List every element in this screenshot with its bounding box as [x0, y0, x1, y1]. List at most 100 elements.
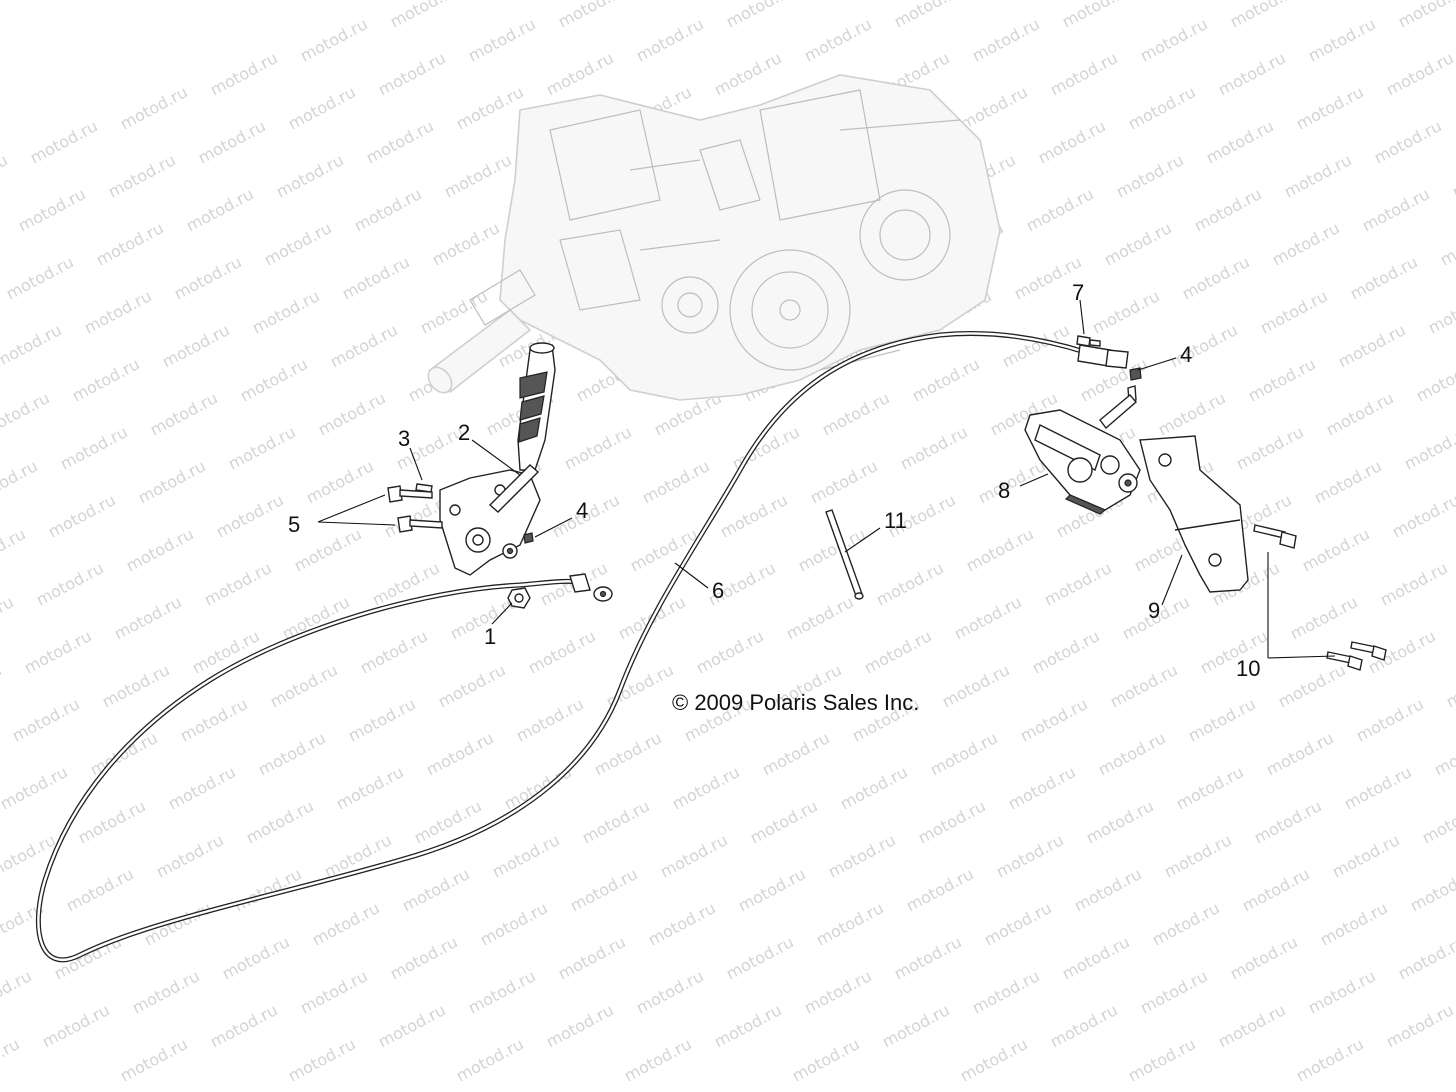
- watermark-text: motod.ru: [57, 422, 131, 473]
- watermark-text: motod.ru: [1029, 626, 1103, 677]
- watermark-text: motod.ru: [819, 388, 893, 439]
- callout-5: 5: [288, 512, 300, 537]
- watermark-text: motod.ru: [81, 286, 155, 337]
- watermark-text: motod.ru: [111, 592, 185, 643]
- watermark-text: motod.ru: [1185, 694, 1259, 745]
- watermark-text: motod.ru: [711, 48, 785, 99]
- watermark-text: motod.ru: [939, 660, 1013, 711]
- watermark-text: motod.ru: [1017, 694, 1091, 745]
- watermark-text: motod.ru: [561, 422, 635, 473]
- cable-assembly: [36, 331, 1129, 963]
- watermark-text: motod.ru: [1317, 898, 1391, 949]
- watermark-text: motod.ru: [1083, 796, 1157, 847]
- watermark-text: motod.ru: [1215, 1000, 1289, 1051]
- watermark-text: motod.ru: [1113, 150, 1187, 201]
- watermark-text: motod.ru: [1245, 354, 1319, 405]
- watermark-text: motod.ru: [309, 898, 383, 949]
- watermark-text: motod.ru: [1107, 660, 1181, 711]
- brake-caliper: [1024, 394, 1141, 515]
- watermark-text: motod.ru: [183, 184, 257, 235]
- watermark-text: motod.ru: [1383, 1000, 1456, 1051]
- callout-11: 11: [884, 508, 907, 533]
- watermark-text: motod.ru: [3, 252, 77, 303]
- watermark-text: motod.ru: [879, 1000, 953, 1051]
- watermark-text: motod.ru: [501, 762, 575, 813]
- watermark-text: motod.ru: [1413, 354, 1456, 405]
- watermark-text: motod.ru: [375, 1000, 449, 1051]
- watermark-text: motod.ru: [1155, 388, 1229, 439]
- watermark-text: motod.ru: [891, 0, 965, 32]
- watermark-text: motod.ru: [195, 116, 269, 167]
- watermark-text: motod.ru: [1173, 762, 1247, 813]
- watermark-text: motod.ru: [717, 490, 791, 541]
- watermark-text: motod.ru: [969, 14, 1043, 65]
- watermark-text: motod.ru: [159, 320, 233, 371]
- watermark-text: motod.ru: [339, 252, 413, 303]
- watermark-text: motod.ru: [1293, 1034, 1367, 1085]
- watermark-text: motod.ru: [981, 898, 1055, 949]
- watermark-text: motod.ru: [39, 1000, 113, 1051]
- watermark-text: motod.ru: [279, 592, 353, 643]
- watermark-text: motod.ru: [1233, 422, 1307, 473]
- watermark-text: motod.ru: [1215, 48, 1289, 99]
- watermark-text: motod.ru: [693, 626, 767, 677]
- watermark-text: motod.ru: [1419, 796, 1456, 847]
- watermark-text: motod.ru: [1161, 830, 1235, 881]
- watermark-text: motod.ru: [1125, 1034, 1199, 1085]
- watermark-text: motod.ru: [789, 1034, 863, 1085]
- watermark-text: motod.ru: [489, 830, 563, 881]
- watermark-text: motod.ru: [1437, 218, 1456, 269]
- watermark-text: motod.ru: [0, 320, 65, 371]
- watermark-text: motod.ru: [783, 592, 857, 643]
- watermark-text: motod.ru: [1041, 558, 1115, 609]
- watermark-text: motod.ru: [1323, 388, 1397, 439]
- watermark-text: motod.ru: [201, 558, 275, 609]
- watermark-text: motod.ru: [333, 762, 407, 813]
- nut-part-1: [507, 587, 531, 609]
- watermark-text: motod.ru: [0, 524, 29, 575]
- engine-assembly: [427, 74, 1001, 401]
- watermark-text: motod.ru: [1047, 1000, 1121, 1051]
- watermark-text: motod.ru: [567, 864, 641, 915]
- watermark-text: motod.ru: [1071, 864, 1145, 915]
- callout-6: 6: [712, 578, 724, 603]
- watermark-text: motod.ru: [903, 864, 977, 915]
- watermark-text: motod.ru: [645, 898, 719, 949]
- watermark-text: motod.ru: [1359, 184, 1433, 235]
- watermark-text: motod.ru: [621, 1034, 695, 1085]
- watermark-text: motod.ru: [861, 626, 935, 677]
- watermark-text: motod.ru: [1059, 932, 1133, 983]
- watermark-text: motod.ru: [87, 728, 161, 779]
- callout-3: 3: [398, 426, 410, 451]
- watermark-text: motod.ru: [1137, 966, 1211, 1017]
- watermark-text: motod.ru: [1227, 932, 1301, 983]
- watermark-text: motod.ru: [639, 456, 713, 507]
- watermark-text: motod.ru: [1275, 660, 1349, 711]
- watermark-text: motod.ru: [1095, 728, 1169, 779]
- watermark-text: motod.ru: [1137, 14, 1211, 65]
- callout-4-left: 4: [576, 498, 588, 523]
- watermark-text: motod.ru: [1281, 150, 1355, 201]
- watermark-text: motod.ru: [1149, 898, 1223, 949]
- watermark-text: motod.ru: [927, 728, 1001, 779]
- watermark-text: motod.ru: [357, 626, 431, 677]
- watermark-text: motod.ru: [1329, 830, 1403, 881]
- watermark-text: motod.ru: [0, 762, 71, 813]
- watermark-text: motod.ru: [345, 694, 419, 745]
- watermark-text: motod.ru: [225, 422, 299, 473]
- watermark-text: motod.ru: [0, 830, 59, 881]
- watermark-text: motod.ru: [15, 184, 89, 235]
- callout-2: 2: [458, 420, 470, 445]
- watermark-text: motod.ru: [657, 830, 731, 881]
- watermark-text: motod.ru: [0, 1034, 23, 1085]
- watermark-text: motod.ru: [0, 966, 35, 1017]
- watermark-text: motod.ru: [1263, 728, 1337, 779]
- watermark-text: motod.ru: [171, 252, 245, 303]
- watermark-text: motod.ru: [69, 354, 143, 405]
- watermark-text: motod.ru: [1293, 82, 1367, 133]
- watermark-text: motod.ru: [1191, 184, 1265, 235]
- watermark-text: motod.ru: [21, 626, 95, 677]
- watermark-text: motod.ru: [801, 14, 875, 65]
- watermark-text: motod.ru: [957, 1034, 1031, 1085]
- watermark-text: motod.ru: [1377, 558, 1451, 609]
